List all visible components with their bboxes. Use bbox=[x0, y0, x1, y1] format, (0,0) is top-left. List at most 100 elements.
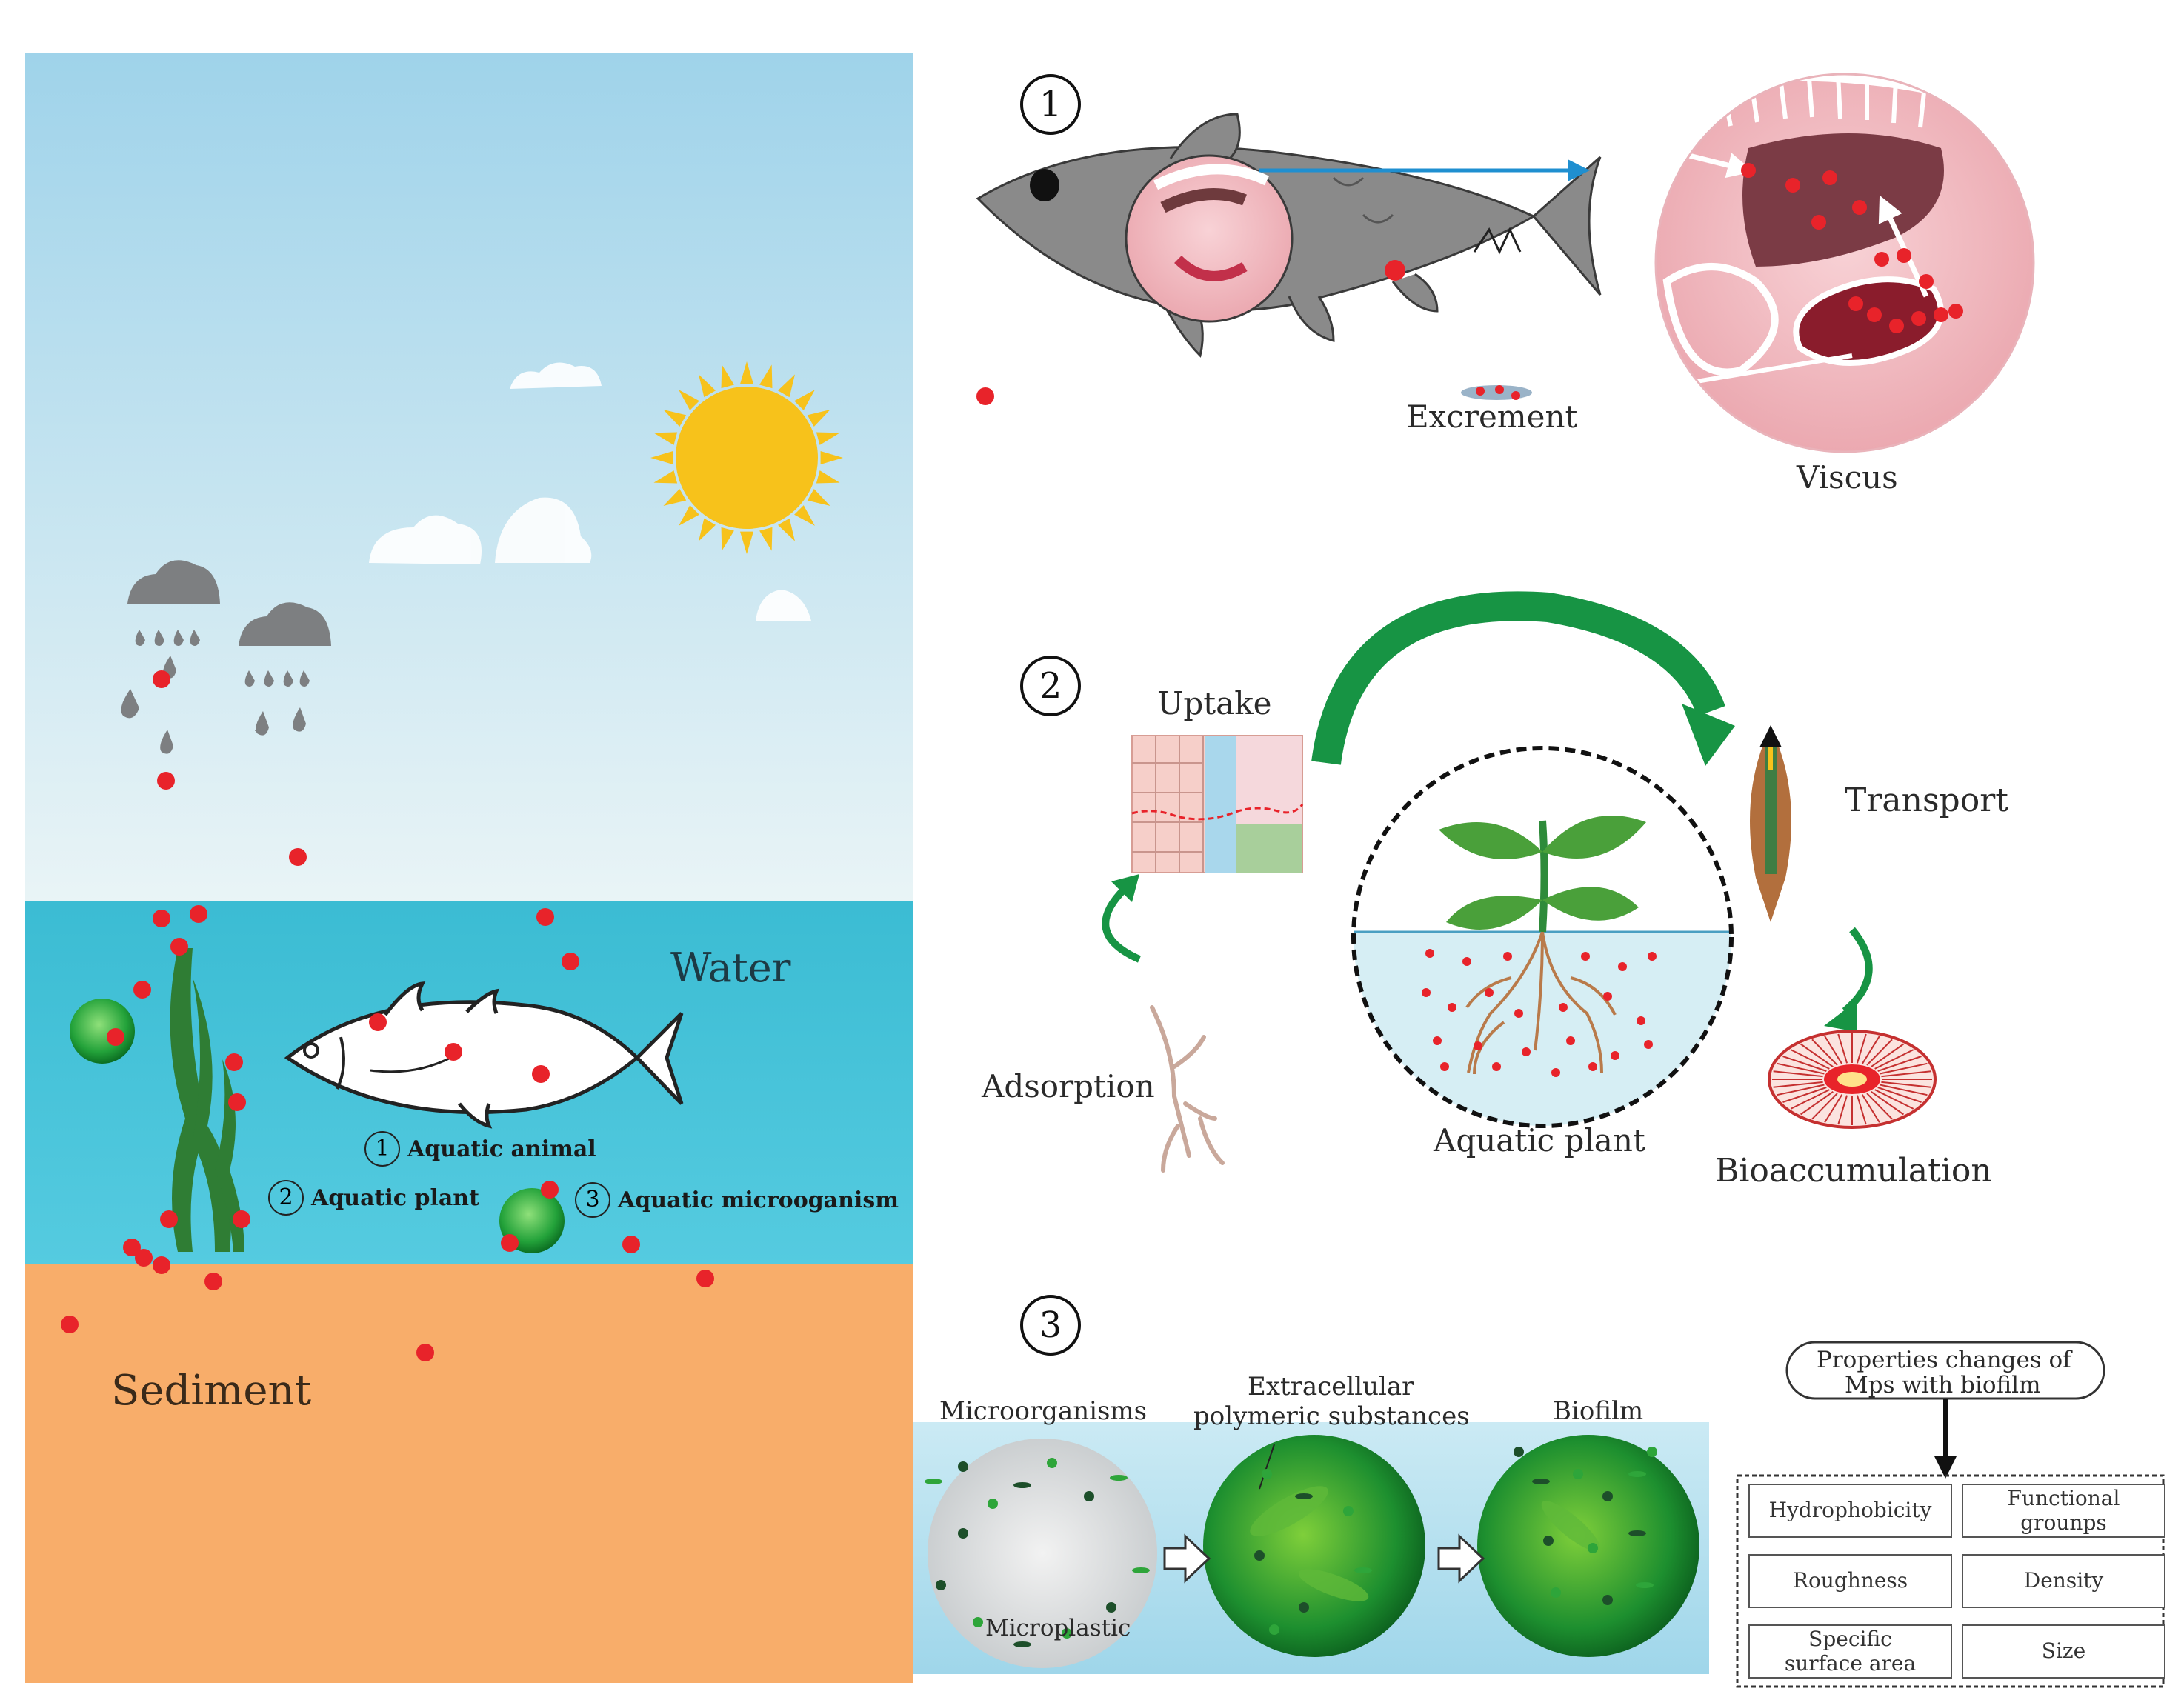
microbe bbox=[1636, 1582, 1654, 1588]
property-hydrophobicity: Hydrophobicity bbox=[1748, 1484, 1952, 1538]
microbe bbox=[936, 1580, 946, 1590]
sediment-layer bbox=[25, 1264, 913, 1683]
properties-title-line1: Properties changes of bbox=[1817, 1347, 2071, 1373]
microplastic-dot bbox=[1522, 1047, 1531, 1056]
microplastic-dot bbox=[1874, 252, 1889, 267]
eps-label-line2: polymeric substances bbox=[1193, 1401, 1470, 1431]
microplastic-dot bbox=[536, 908, 554, 926]
microbe bbox=[1110, 1475, 1128, 1481]
process-arrow bbox=[1163, 1533, 1211, 1584]
microbe bbox=[1543, 1536, 1554, 1546]
microplastic-dot bbox=[1867, 307, 1882, 322]
rain-cloud-icon bbox=[121, 560, 331, 754]
microplastic-dot bbox=[1440, 1062, 1449, 1071]
property-label: grounps bbox=[2020, 1510, 2107, 1535]
microbe bbox=[1602, 1595, 1613, 1605]
microorganism-icon bbox=[70, 999, 135, 1064]
microbe bbox=[1062, 1628, 1072, 1639]
microplastic-dot bbox=[1588, 1062, 1597, 1071]
microplastic-dot bbox=[1822, 170, 1837, 185]
microbe bbox=[1551, 1587, 1561, 1598]
microplastic-dot bbox=[135, 1249, 153, 1267]
microplastic-dot bbox=[225, 1053, 243, 1071]
viscus-label: Viscus bbox=[1797, 459, 1898, 496]
microbe bbox=[988, 1499, 998, 1509]
left-environment-panel bbox=[25, 53, 913, 1683]
microplastic-dot bbox=[133, 981, 151, 999]
microplastic-dot bbox=[170, 938, 188, 956]
property-density: Density bbox=[1962, 1554, 2165, 1608]
microbe bbox=[1343, 1506, 1354, 1516]
microbe bbox=[973, 1617, 983, 1627]
plant-pot-circle bbox=[1351, 746, 1734, 1128]
microbe bbox=[1132, 1567, 1150, 1573]
seaweed-icon bbox=[170, 948, 244, 1252]
viscus-zoom-circle bbox=[1654, 73, 2035, 453]
microplastic-dot bbox=[1559, 1003, 1568, 1012]
microplastic-dot bbox=[228, 1093, 246, 1111]
microplastic-dot bbox=[1611, 1051, 1619, 1060]
root-cross-section-icon bbox=[1768, 1030, 1937, 1129]
microplastic-dot bbox=[1603, 992, 1612, 1001]
microplastic-label: Microplastic bbox=[985, 1615, 1131, 1641]
microplastic-dot bbox=[416, 1344, 434, 1361]
root-tip-icon bbox=[1750, 725, 1791, 922]
microplastic-dot bbox=[1848, 296, 1863, 311]
microbe bbox=[1106, 1602, 1116, 1613]
microplastic-dot bbox=[1637, 1016, 1645, 1025]
microplastic-dot bbox=[204, 1273, 222, 1290]
biofilm-label: Biofilm bbox=[1553, 1396, 1644, 1426]
legend-number: 1 bbox=[364, 1131, 400, 1167]
microplastic-dot bbox=[1618, 962, 1627, 971]
uptake-label: Uptake bbox=[1157, 685, 1272, 721]
microbe bbox=[1602, 1491, 1613, 1501]
microplastic-dot bbox=[1581, 952, 1590, 961]
microplastic-dot bbox=[696, 1270, 714, 1287]
microplastic-dot bbox=[233, 1210, 250, 1228]
panel1-aquatic-animal bbox=[976, 73, 2035, 453]
microplastic-dot bbox=[153, 910, 170, 927]
microplastic-dot bbox=[1911, 311, 1926, 326]
microplastic-dot bbox=[1919, 274, 1934, 289]
microplastic-dot bbox=[1852, 200, 1867, 215]
bioaccumulation-label: Bioaccumulation bbox=[1715, 1152, 1992, 1190]
microplastic-dot bbox=[1433, 1036, 1442, 1045]
root-branch-icon bbox=[1150, 1005, 1225, 1173]
microplastic-dot bbox=[562, 953, 579, 970]
root-tissue-icon bbox=[1131, 735, 1304, 873]
legend-label: Aquatic animal bbox=[407, 1136, 596, 1162]
microbe bbox=[1628, 1530, 1646, 1536]
process-arrow bbox=[1437, 1533, 1485, 1584]
microplastic-dot bbox=[289, 848, 307, 866]
panel1-number: 1 bbox=[1020, 74, 1081, 135]
microbe bbox=[1295, 1493, 1313, 1499]
property-specific-surface-area: Specific surface area bbox=[1748, 1624, 1952, 1679]
property-size: Size bbox=[1962, 1624, 2165, 1679]
microplastic-dot bbox=[1644, 1040, 1653, 1049]
microbe bbox=[958, 1528, 968, 1539]
property-label: Functional bbox=[2007, 1486, 2120, 1511]
microplastic-dot bbox=[153, 670, 170, 688]
adsorption-label: Adsorption bbox=[982, 1068, 1155, 1104]
sediment-label: Sediment bbox=[111, 1367, 312, 1415]
microplastic-dot bbox=[976, 387, 994, 405]
microplastic-dot bbox=[157, 772, 175, 790]
property-functional-groups: Functional grounps bbox=[1962, 1484, 2165, 1538]
transport-label: Transport bbox=[1845, 781, 2008, 819]
microbe bbox=[1013, 1641, 1031, 1647]
microorganisms-label: Microorganisms bbox=[939, 1396, 1148, 1426]
microplastic-dot bbox=[1514, 1009, 1523, 1018]
legend-number: 2 bbox=[268, 1180, 304, 1216]
microbe bbox=[1647, 1447, 1657, 1457]
panel3-number: 3 bbox=[1020, 1295, 1081, 1356]
property-label: Specific bbox=[1808, 1627, 1892, 1652]
legend-item-aquatic-animal: 1 Aquatic animal bbox=[364, 1131, 596, 1167]
eps-label-line1: Extracellular bbox=[1248, 1372, 1414, 1401]
microplastic-dot bbox=[501, 1234, 519, 1252]
microbe bbox=[1514, 1447, 1524, 1457]
fish-viscus-zoom bbox=[1125, 154, 1294, 323]
microbe bbox=[1269, 1624, 1279, 1635]
microplastic-dots bbox=[61, 163, 1963, 1361]
microbe bbox=[1013, 1482, 1031, 1488]
microplastic-dot bbox=[622, 1236, 640, 1253]
